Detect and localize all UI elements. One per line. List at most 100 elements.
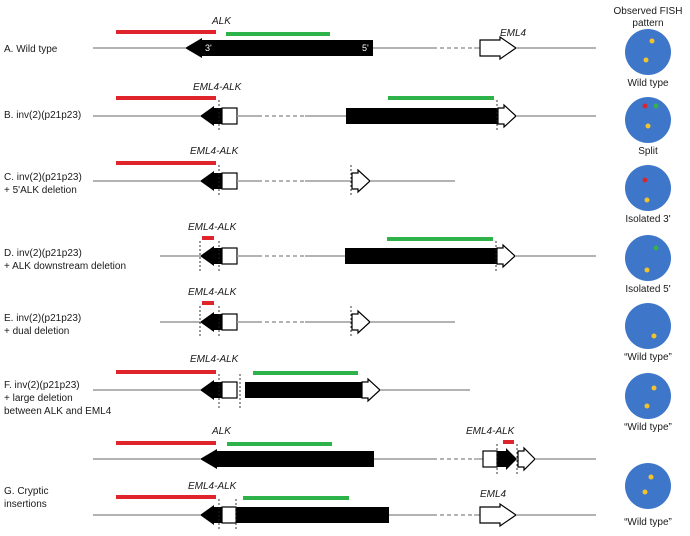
pattern-label: “Wild type”: [624, 517, 672, 528]
row-g-label-line2: insertions: [4, 499, 47, 510]
alk-3prime-segment: [200, 246, 222, 266]
nucleus: [625, 97, 671, 143]
nucleus: [625, 235, 671, 281]
row-c-label-line2: + 5'ALK deletion: [4, 185, 77, 196]
alk-5prime-segment: [236, 507, 389, 523]
row-a: A. Wild type ALK EML4 3' 5' Wild type: [4, 16, 671, 89]
red-probe: [116, 161, 216, 165]
fusion-signal: [651, 333, 657, 339]
pattern-label: “Wild type”: [624, 422, 672, 433]
eml4-5prime-segment: [221, 247, 238, 265]
fusion-signal: [642, 489, 648, 495]
row-e-label-line1: E. inv(2)(p21p23): [4, 313, 81, 324]
alk-3prime-segment: [200, 171, 222, 191]
row-d: D. inv(2)(p21p23) + ALK downstream delet…: [4, 222, 671, 295]
eml4-5prime-segment: [221, 506, 237, 524]
green-probe: [388, 96, 494, 100]
gene-label-alk: ALK: [211, 16, 232, 27]
eml4-gene-arrow: [479, 35, 518, 61]
header-line1: Observed FISH: [614, 6, 683, 17]
pattern-label: “Wild type”: [624, 352, 672, 363]
row-f: F. inv(2)(p21p23) + large deletion betwe…: [4, 354, 672, 433]
eml4-3prime-segment: [497, 103, 517, 129]
green-probe: [253, 371, 358, 375]
pattern-label: Wild type: [627, 78, 669, 89]
fusion-signal: [643, 57, 649, 63]
row-g: G. Cryptic insertions ALK EML4-ALK EML4-…: [4, 426, 672, 531]
nucleus: [625, 165, 671, 211]
alk-5prime-segment: [245, 382, 362, 398]
alk-3prime-segment: [497, 448, 517, 470]
gene-label-eml4-alk: EML4-ALK: [188, 287, 238, 298]
gene-label-eml4-alk: EML4-ALK: [188, 222, 238, 233]
row-d-label-line1: D. inv(2)(p21p23): [4, 248, 82, 259]
pattern-label: Split: [638, 146, 658, 157]
pattern-label: Isolated 3': [625, 214, 670, 225]
gene-label-eml4: EML4: [500, 28, 527, 39]
red-probe: [202, 301, 214, 305]
row-d-label-line2: + ALK downstream deletion: [4, 261, 126, 272]
alk-gene-arrow: [200, 449, 374, 469]
fusion-signal: [648, 474, 654, 480]
green-signal: [653, 245, 659, 251]
fusion-signal: [651, 385, 657, 391]
row-e-label-line2: + dual deletion: [4, 326, 69, 337]
eml4-5prime-segment: [221, 381, 238, 399]
gene-label-eml4-alk: EML4-ALK: [193, 82, 243, 93]
red-probe: [116, 370, 216, 374]
eml4-3prime-segment: [361, 377, 381, 403]
eml4-5prime-segment: [482, 450, 498, 468]
gene-label-eml4-alk: EML4-ALK: [188, 481, 238, 492]
row-g-label-line1: G. Cryptic: [4, 486, 48, 497]
fusion-signal: [644, 403, 650, 409]
red-signal: [642, 177, 648, 183]
row-c-label-line1: C. inv(2)(p21p23): [4, 172, 82, 183]
row-f-label-line2: + large deletion: [4, 393, 73, 404]
alk-3prime-segment: [200, 106, 222, 126]
eml4-3prime-segment: [351, 168, 371, 194]
red-probe: [116, 495, 216, 499]
red-probe: [116, 30, 216, 34]
alk-gene-arrow: [185, 38, 373, 58]
pattern-label: Isolated 5': [625, 284, 670, 295]
green-probe: [226, 32, 330, 36]
fusion-signal: [644, 267, 650, 273]
nucleus: [625, 373, 671, 419]
red-probe: [116, 441, 216, 445]
green-signal: [653, 103, 659, 109]
row-b: B. inv(2)(p21p23) EML4-ALK Split: [4, 82, 671, 157]
nucleus: [625, 303, 671, 349]
eml4-3prime-segment: [517, 446, 536, 472]
row-e: E. inv(2)(p21p23) + dual deletion EML4-A…: [4, 287, 672, 363]
gene-label-eml4-alk: EML4-ALK: [466, 426, 516, 437]
green-probe: [227, 442, 332, 446]
red-probe: [503, 440, 514, 444]
red-probe: [202, 236, 214, 240]
green-probe: [243, 496, 349, 500]
five-prime-label: 5': [362, 43, 369, 53]
green-probe: [387, 237, 493, 241]
eml4-3prime-segment: [496, 243, 516, 269]
alk-3prime-segment: [200, 380, 222, 400]
row-c: C. inv(2)(p21p23) + 5'ALK deletion EML4-…: [4, 146, 671, 225]
eml4-5prime-segment: [221, 172, 238, 190]
alk-3prime-segment: [200, 312, 222, 332]
nucleus: [625, 463, 671, 509]
eml4-gene-arrow: [479, 502, 518, 528]
alk-5prime-segment: [346, 108, 498, 124]
alk-5prime-segment: [345, 248, 497, 264]
header-line2: pattern: [632, 18, 663, 29]
row-b-label-line1: B. inv(2)(p21p23): [4, 110, 81, 121]
row-f-label-line1: F. inv(2)(p21p23): [4, 380, 80, 391]
eml4-5prime-segment: [221, 313, 238, 331]
alk-3prime-segment: [200, 505, 222, 525]
red-signal: [642, 103, 648, 109]
gene-label-eml4-alk: EML4-ALK: [190, 354, 240, 365]
fusion-signal: [644, 197, 650, 203]
eml4-3prime-segment: [351, 309, 371, 335]
fusion-signal: [645, 123, 651, 129]
row-a-label-line1: A. Wild type: [4, 44, 58, 55]
row-f-label-line3: between ALK and EML4: [4, 406, 112, 417]
gene-label-alk: ALK: [211, 426, 232, 437]
